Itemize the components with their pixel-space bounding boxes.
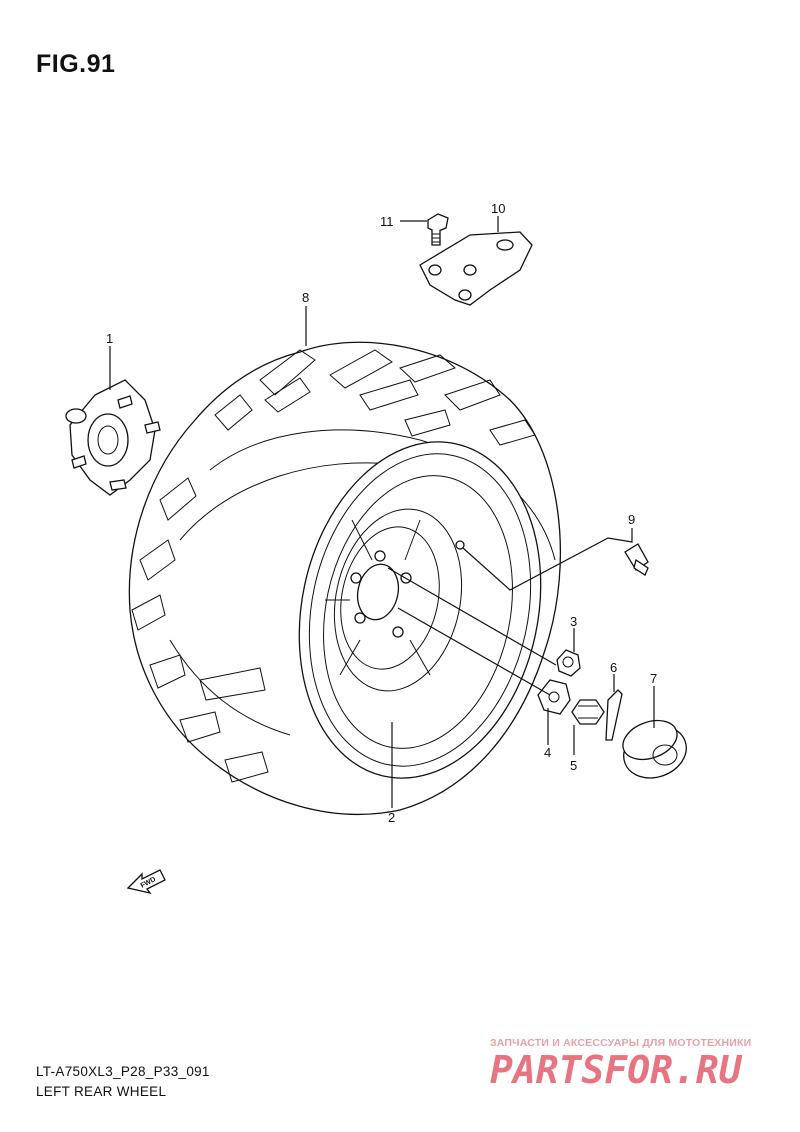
part-5-castle-nut bbox=[571, 699, 605, 725]
part-1-hub bbox=[65, 379, 161, 496]
part-10-bracket bbox=[419, 231, 533, 306]
callout-10: 10 bbox=[491, 201, 505, 216]
callout-11: 11 bbox=[380, 214, 394, 229]
part-3-nut bbox=[556, 649, 581, 677]
part-9-valve bbox=[624, 543, 649, 576]
callout-labels: 1 2 3 4 5 6 7 8 9 10 11 bbox=[106, 201, 657, 825]
callout-9: 9 bbox=[628, 512, 635, 527]
part-6-cotter-pin bbox=[605, 689, 623, 741]
part-4-washer bbox=[537, 679, 571, 715]
figure-caption: LEFT REAR WHEEL bbox=[36, 1084, 167, 1099]
figure-title: FIG.91 bbox=[36, 50, 116, 78]
watermark-brand: PARTSFOR.RU bbox=[490, 1048, 742, 1092]
callout-6: 6 bbox=[610, 660, 617, 675]
part-11-bolt bbox=[427, 213, 449, 246]
callout-4: 4 bbox=[544, 745, 551, 760]
figure-code: LT-A750XL3_P28_P33_091 bbox=[36, 1064, 210, 1079]
callout-3: 3 bbox=[570, 614, 577, 629]
callout-8: 8 bbox=[302, 290, 309, 305]
fwd-direction-arrow: FWD bbox=[126, 869, 166, 895]
callout-1: 1 bbox=[106, 331, 113, 346]
leader-lines bbox=[109, 216, 655, 808]
callout-7: 7 bbox=[650, 671, 657, 686]
watermark-tagline: ЗАПЧАСТИ И АКСЕССУАРЫ ДЛЯ МОТОТЕХНИКИ bbox=[490, 1037, 752, 1049]
callout-2: 2 bbox=[388, 810, 395, 825]
part-7-hub-cap bbox=[622, 719, 687, 779]
part-2-rim bbox=[298, 441, 542, 779]
callout-5: 5 bbox=[570, 758, 577, 773]
